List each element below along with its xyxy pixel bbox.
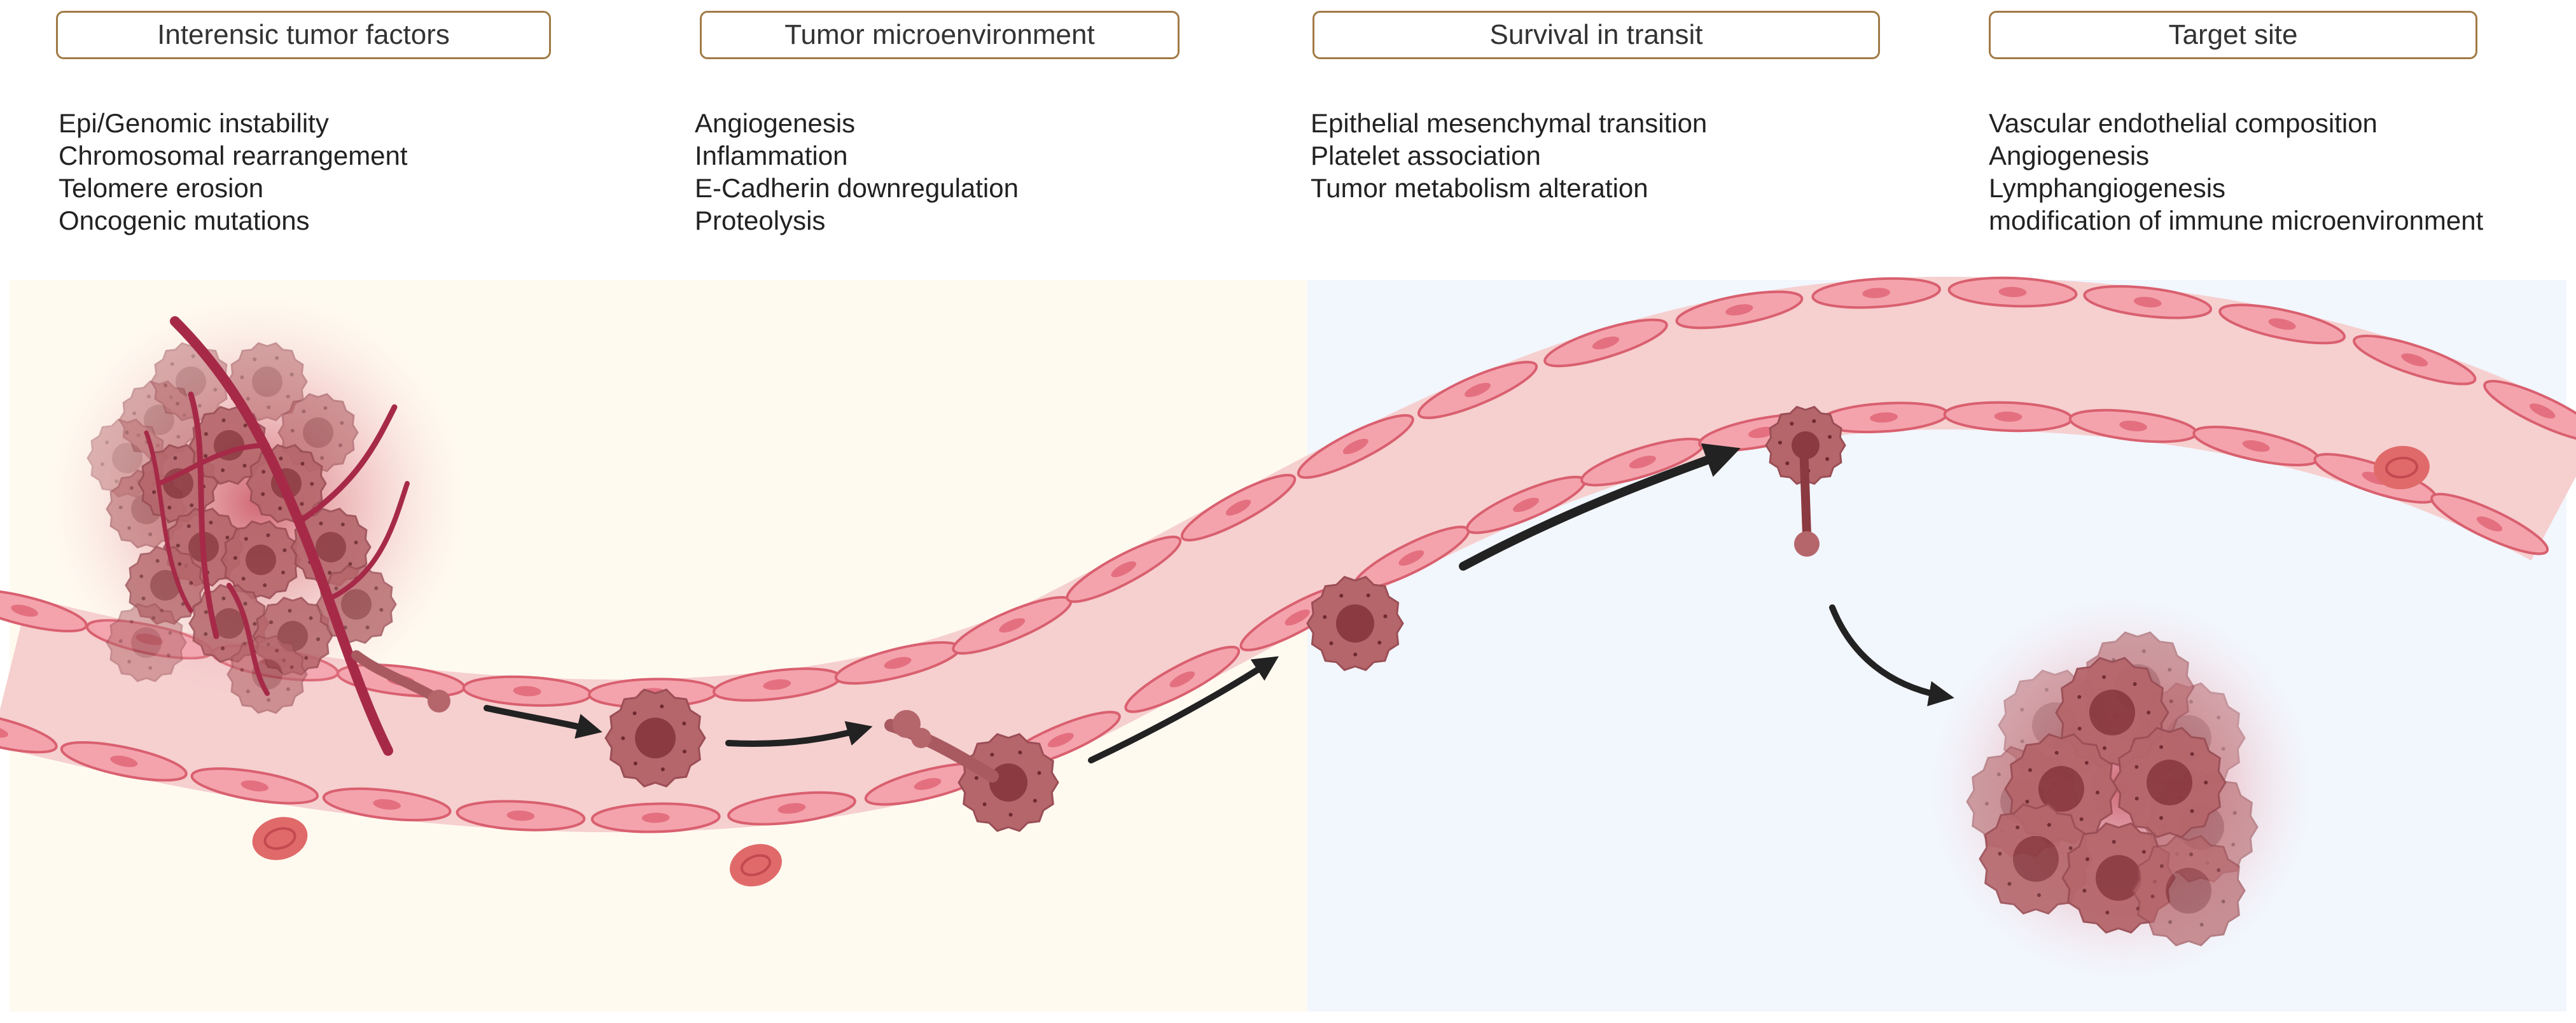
intravasating-tumor-cell <box>884 710 999 783</box>
list-item: Chromosomal rearrangement <box>59 141 408 170</box>
red-blood-cell <box>252 817 308 860</box>
arrow-icon <box>1829 604 1954 707</box>
arrow-icon <box>484 705 602 739</box>
tumor-cell <box>226 634 308 714</box>
target-site-factors-list: Vascular endothelial composition Angioge… <box>1989 107 2483 237</box>
endothelial-cell <box>1180 473 1297 542</box>
endothelial-cell <box>864 762 991 806</box>
list-item: E-Cadherin downregulation <box>695 173 1019 203</box>
red-blood-cells <box>252 445 2430 887</box>
endothelial-cell <box>1580 438 1705 487</box>
arrow-icon <box>725 721 873 748</box>
stage-title-target-site: Target site <box>1989 11 2477 59</box>
endothelial-cell <box>1947 276 2078 308</box>
tumor-cell <box>604 688 706 788</box>
stage-title-survival-in-transit: Survival in transit <box>1312 11 1880 59</box>
tumor-cell <box>2112 727 2227 839</box>
tumor-cell <box>1306 576 1404 671</box>
endothelial-cell <box>727 791 856 826</box>
endothelial-cell <box>1124 646 1241 713</box>
endothelial-cell <box>60 741 188 782</box>
tumor-cell <box>957 733 1059 832</box>
list-item: Platelet association <box>1311 141 1541 170</box>
list-item: Telomere erosion <box>59 173 264 203</box>
progression-arrows <box>484 443 1954 763</box>
endothelial-cell <box>2353 335 2477 386</box>
primary-tumor <box>48 293 468 756</box>
metastatic-tumor <box>1931 598 2313 980</box>
endothelial-cell <box>1297 414 1414 479</box>
list-item: Tumor metabolism alteration <box>1311 173 1648 203</box>
list-item: Lymphangiogenesis <box>1989 173 2226 203</box>
list-item: Epi/Genomic instability <box>59 108 329 138</box>
list-item: Proteolysis <box>695 205 826 235</box>
list-item: Angiogenesis <box>1989 141 2150 170</box>
list-item: Epithelial mesenchymal transition <box>1311 108 1708 138</box>
endothelial-cell <box>1543 318 1668 368</box>
endothelial-cell <box>1417 361 1538 419</box>
endothelial-cell <box>2083 285 2213 319</box>
extravasating-tumor-cell <box>1794 445 1820 557</box>
invading-cell-protrusion <box>351 650 444 705</box>
intrinsic-factors-list: Epi/Genomic instability Chromosomal rear… <box>59 107 408 237</box>
stage-title-intrinsic-factors: Interensic tumor factors <box>56 11 551 59</box>
arrow-icon <box>1459 443 1741 571</box>
vessel-lumen <box>0 276 2576 833</box>
red-blood-cell <box>730 844 782 887</box>
endothelial-cell <box>2218 303 2346 345</box>
endothelial-cell <box>322 787 452 822</box>
list-item: Oncogenic mutations <box>59 205 310 235</box>
tumor-cell <box>1979 803 2093 915</box>
arrow-icon <box>1088 656 1279 763</box>
list-item: Vascular endothelial composition <box>1989 108 2378 138</box>
red-blood-cell <box>2374 445 2430 490</box>
endothelial-layer-lower <box>0 401 2549 833</box>
microenvironment-factors-list: Angiogenesis Inflammation E-Cadherin dow… <box>695 107 1019 237</box>
tumor-cell <box>106 602 187 683</box>
endothelial-cell <box>190 767 319 805</box>
endothelial-cell <box>0 709 58 754</box>
endothelial-cell <box>462 675 592 707</box>
tumor-cell <box>2131 835 2246 947</box>
list-item: Angiogenesis <box>695 108 856 138</box>
endothelial-cell <box>2430 492 2549 555</box>
endothelial-cell <box>1943 401 2073 433</box>
list-item: modification of immune microenvironment <box>1989 205 2484 235</box>
endothelial-cell <box>1811 277 1941 309</box>
stage-title-tumor-microenvironment: Tumor microenvironment <box>700 11 1180 59</box>
transit-factors-list: Epithelial mesenchymal transition Platel… <box>1311 107 1707 204</box>
endothelial-cell <box>1066 535 1182 603</box>
list-item: Inflammation <box>695 141 848 170</box>
endothelial-cell <box>2483 380 2576 442</box>
endothelial-cell <box>456 800 586 832</box>
tumor-blood-vessels <box>144 316 410 756</box>
endothelial-layer-upper <box>0 276 2576 709</box>
endothelial-cell <box>590 802 721 833</box>
blood-vessel <box>0 276 2576 833</box>
tumor-cell <box>220 520 302 600</box>
endothelial-cell <box>1675 290 1804 330</box>
